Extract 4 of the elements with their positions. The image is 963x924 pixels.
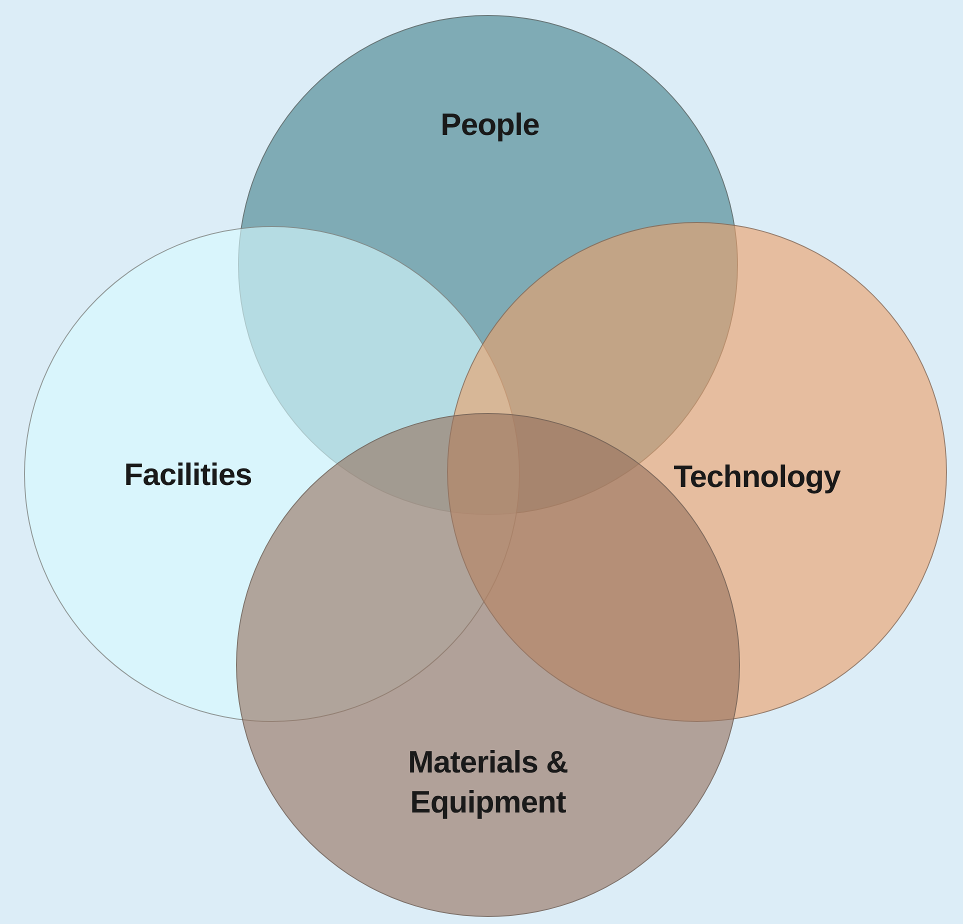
circle-label: Technology [672,458,842,496]
circle-label: Facilities [123,456,253,494]
circle-label: Materials & Equipment [407,744,569,822]
circle-label: People [440,106,540,144]
